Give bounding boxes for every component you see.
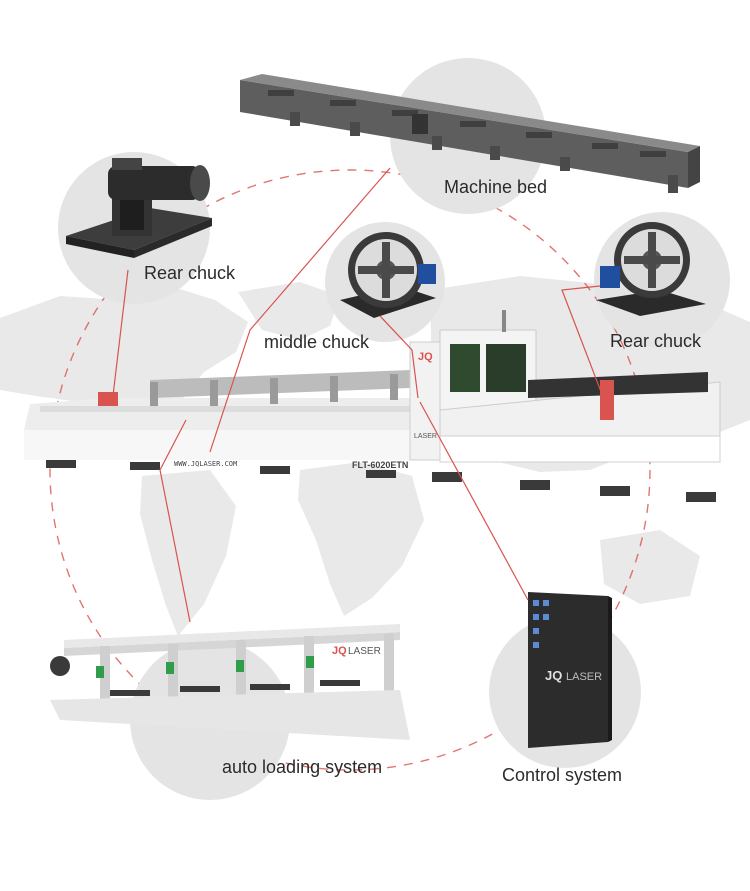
leader-lines <box>111 167 609 623</box>
machine-website: WWW.JQLASER.COM <box>174 460 237 468</box>
auto-loading-image <box>50 624 410 740</box>
monitor-brand-jq: JQ <box>545 668 562 683</box>
middle-chuck-image <box>340 232 436 318</box>
rear-chuck-left-image <box>66 158 212 258</box>
monitor-brand-laser: LASER <box>566 671 602 683</box>
label-control-system: Control system <box>502 765 623 785</box>
label-machine-bed: Machine bed <box>444 177 548 197</box>
connector-ring <box>49 169 651 771</box>
loader-brand-jq: JQ <box>332 645 347 657</box>
control-system-image <box>528 592 612 748</box>
main-machine-image <box>24 310 721 502</box>
rear-chuck-right-image <box>596 222 706 316</box>
loader-brand-laser: LASER <box>348 646 381 657</box>
label-auto-loading: auto loading system <box>222 757 383 777</box>
machine-brand-laser: LASER <box>414 433 437 440</box>
label-rear-chuck-right: Rear chuck <box>610 331 702 351</box>
machine-brand-jq: JQ <box>418 351 433 363</box>
machine-model: FLT-6020ETN <box>352 460 408 470</box>
label-middle-chuck: middle chuck <box>264 332 370 352</box>
label-rear-chuck-left: Rear chuck <box>144 263 236 283</box>
machine-bed-image <box>240 74 700 193</box>
